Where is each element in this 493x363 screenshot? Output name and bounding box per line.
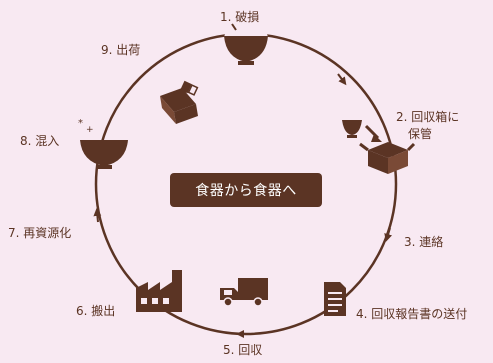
arrow-1 xyxy=(337,73,347,86)
shipping-box-icon xyxy=(160,80,199,124)
arrow-2 xyxy=(384,227,392,242)
step-3-label: 3. 連絡 xyxy=(404,235,444,249)
center-label: 食器から食器へ xyxy=(170,173,322,207)
truck-icon xyxy=(220,278,268,307)
step-7-label: 7. 再資源化 xyxy=(8,226,72,240)
step-4-label: 4. 回収報告書の送付 xyxy=(356,307,468,321)
step-6-label: 6. 搬出 xyxy=(76,304,116,318)
bowl-sparkle-icon: * + xyxy=(78,118,128,169)
step-8-label: 8. 混入 xyxy=(20,134,60,148)
step-9-label: 9. 出荷 xyxy=(101,43,141,57)
factory-icon xyxy=(136,270,182,312)
step-5-label: 5. 回収 xyxy=(223,343,263,357)
document-icon xyxy=(324,282,346,316)
svg-text:+: + xyxy=(86,125,94,135)
step-1-label: 1. 破損 xyxy=(220,10,260,24)
step-2-label: 2. 回収箱に xyxy=(396,110,460,124)
arrow-4 xyxy=(93,208,102,223)
step-2-label-line2: 保管 xyxy=(408,127,433,141)
svg-text:*: * xyxy=(78,118,83,129)
broken-bowl-icon xyxy=(224,18,268,65)
collection-box-icon xyxy=(342,120,416,174)
